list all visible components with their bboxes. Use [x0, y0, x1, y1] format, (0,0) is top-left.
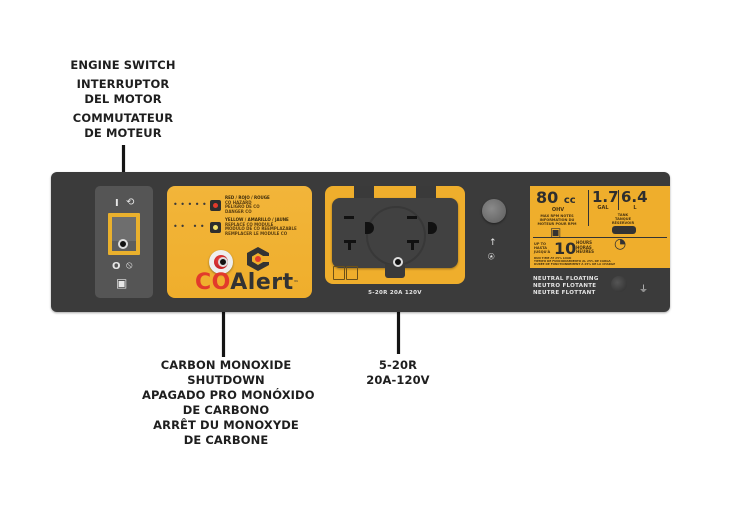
yellow-line: REPLACE CO MODULE — [225, 221, 274, 227]
tank-line: TANQUE — [615, 217, 631, 221]
callout-line: ENGINE SWITCH — [70, 58, 176, 72]
neutral-floating-label: NEUTRAL FLOATING NEUTRO FLOTANTE NEUTRE … — [533, 276, 599, 297]
callout-line: DE MOTEUR — [84, 126, 162, 140]
red-line: DANGER CO — [225, 208, 252, 214]
outlet-callout: 5-20R 20A-120V — [350, 358, 446, 388]
yellow-heading: YELLOW / AMARILLO / JAUNE — [225, 217, 289, 222]
outlet-icon — [346, 266, 358, 280]
cover-hinge — [354, 186, 374, 198]
engine-stop-icon: ⦸ — [126, 260, 133, 271]
red-blink-pattern: • • • • • — [173, 200, 207, 210]
note-line: MOTEUR POUR RPM — [537, 222, 577, 226]
outlet-icon — [333, 266, 345, 280]
co-alert-wordmark: COAlert™ — [195, 272, 299, 294]
tank-line: RÉSERVOIR — [611, 221, 635, 225]
yellow-indicator-row: • • • • YELLOW / AMARILLO / JAUNE REPLAC… — [173, 217, 297, 236]
runtime-prefix: UP TO HASTA JUSQU'À — [534, 242, 552, 254]
specs-label: 80 cc OHV MAX RPM NOTES INFORMATION DU M… — [530, 186, 670, 268]
ground-terminal[interactable] — [611, 276, 627, 292]
footnote-line: TIEMPO DE FUNCIONAMIENTO AL 25% DE CARGA — [534, 259, 611, 264]
off-symbol: O — [112, 261, 121, 272]
callout-line: DE CARBONE — [183, 433, 269, 447]
red-line: PELIGRO DE CO — [225, 204, 260, 210]
red-line: CO HAZARD — [225, 199, 252, 205]
callout-line: CARBON MONOXIDE — [160, 358, 292, 372]
tank-line: TANK — [617, 213, 629, 217]
unit-line: HORAS — [576, 244, 592, 250]
callout-line: 20A-120V — [366, 373, 430, 387]
yellow-line: MODULO DE CO REEMPLAZABLE — [225, 226, 297, 232]
engine-icon: ▣ — [550, 225, 562, 239]
choke-open-icon: ↑ — [489, 238, 497, 248]
co-alert-panel: • • • • • RED / ROJO / ROUGE CO HAZARD P… — [167, 186, 312, 298]
co-shutdown-callout: CARBON MONOXIDE SHUTDOWN APAGADO PRO MON… — [142, 358, 315, 448]
prefix-line: UP TO — [534, 242, 546, 246]
engine-run-icon: ⟲ — [126, 197, 135, 208]
callout-line: ARRÊT DU MONOXYDE — [153, 418, 299, 432]
fuel-tank-icon — [612, 226, 636, 234]
prefix-line: HASTA — [534, 246, 547, 250]
neutral-line: NEUTRO FLOTANTE — [533, 283, 597, 289]
divider — [618, 190, 619, 210]
tank-gal-unit: GAL — [597, 205, 609, 211]
outlet-rating: 5-20R 20A 120V — [368, 290, 422, 296]
runtime-units: HOURS HORAS HEURES — [576, 240, 602, 255]
ground-icon: ⏚ — [639, 285, 649, 295]
engine-switch-callout: ENGINE SWITCH INTERRUPTOR DEL MOTOR COMM… — [62, 58, 184, 141]
prefix-line: JUSQU'À — [534, 250, 551, 254]
tank-l-unit: L — [633, 205, 637, 211]
displacement-value: 80 — [536, 188, 559, 207]
red-lamp-icon — [210, 199, 221, 211]
note-line: INFORMATION DU — [539, 218, 575, 222]
divider — [533, 237, 667, 238]
callout-line: INTERRUPTOR — [76, 77, 170, 91]
red-heading: RED / ROJO / ROUGE — [225, 195, 270, 200]
cover-latch[interactable] — [385, 264, 405, 278]
outlet-leader-dot — [393, 257, 403, 267]
note-line: MAX RPM NOTES — [540, 214, 574, 218]
tank-gal: 1.7 — [592, 188, 619, 206]
logo-co: CO — [195, 270, 231, 295]
tank-label: TANK TANQUE RÉSERVOIR — [600, 213, 646, 225]
red-indicator-row: • • • • • RED / ROJO / ROUGE CO HAZARD P… — [173, 195, 270, 214]
neutral-line: NEUTRE FLOTTANT — [533, 290, 596, 296]
neutral-line: NEUTRAL FLOATING — [533, 276, 599, 282]
runtime-footnote: RUN TIME AT 25% LOAD TIEMPO DE FUNCIONAM… — [534, 256, 666, 267]
callout-line: 5-20R — [378, 358, 418, 372]
engine-icon: ▣ — [116, 276, 128, 290]
co-button-leader-dot — [218, 257, 228, 267]
yellow-blink-pattern: • • • • — [173, 222, 205, 232]
engine-type: OHV — [551, 207, 565, 213]
trademark: ™ — [293, 280, 300, 286]
logo-alert: Alert — [230, 270, 294, 295]
co-alert-logo-icon — [247, 247, 270, 271]
displacement-unit: cc — [563, 195, 576, 206]
callout-line: SHUTDOWN — [187, 373, 265, 387]
footnote-line: DURÉE DE FONCTIONNEMENT À 25% DE LA CHAR… — [534, 262, 616, 267]
unit-line: HEURES — [576, 249, 595, 254]
displacement: 80 cc — [536, 188, 576, 207]
footnote-line: RUN TIME AT 25% LOAD — [534, 256, 572, 260]
callout-line: DEL MOTOR — [84, 92, 162, 106]
callout-line: DE CARBONO — [182, 403, 270, 417]
choke-knob[interactable] — [482, 199, 506, 223]
outlet-cover[interactable] — [332, 186, 458, 278]
callout-line: COMMUTATEUR — [72, 111, 174, 125]
yellow-line: REMPLACER LE MODULE CO — [225, 230, 288, 236]
generator-control-panel: I ⟲ O ⦸ ▣ • • • • • RED / ROJO / ROUGE C… — [51, 172, 670, 312]
unit-line: HOURS — [576, 240, 592, 245]
engine-notes: MAX RPM NOTES INFORMATION DU MOTEUR POUR… — [534, 214, 580, 226]
cover-hinge — [416, 186, 436, 198]
yellow-lamp-icon — [210, 221, 221, 233]
divider — [588, 190, 589, 226]
outlet-panel — [325, 186, 465, 284]
runtime-value: 10 — [554, 239, 577, 258]
callout-line: APAGADO PRO MONÓXIDO — [142, 388, 315, 402]
tank-l: 6.4 — [621, 188, 648, 206]
on-symbol: I — [115, 198, 119, 209]
runtime-gauge-icon: ◔ — [614, 236, 627, 252]
engine-switch-leader-dot — [118, 239, 128, 249]
choke-closed-icon: ⍟ — [488, 250, 495, 263]
